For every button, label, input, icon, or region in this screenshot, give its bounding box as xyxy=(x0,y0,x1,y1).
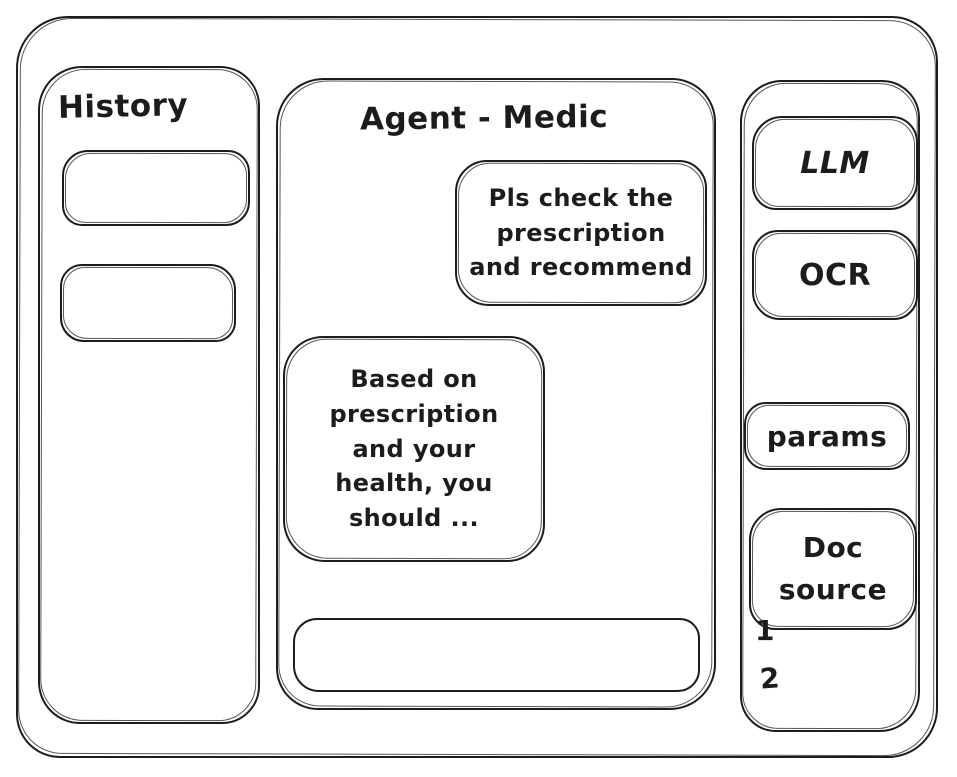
history-item[interactable] xyxy=(60,264,236,342)
message-input[interactable] xyxy=(293,618,700,692)
doc-source-item[interactable]: 1 xyxy=(755,614,775,647)
params-button[interactable]: params xyxy=(744,402,910,470)
agent-message-bubble: Based on prescription and your health, y… xyxy=(283,336,545,562)
history-title: History xyxy=(57,87,189,126)
doc-source-button[interactable]: Doc source xyxy=(749,508,917,630)
history-item[interactable] xyxy=(62,150,250,226)
doc-source-item[interactable]: 2 xyxy=(758,661,781,696)
chat-title: Agent - Medic xyxy=(359,98,609,138)
ocr-button[interactable]: OCR xyxy=(752,230,918,320)
llm-button[interactable]: LLM xyxy=(752,116,918,210)
user-message-bubble: Pls check the prescription and recommend xyxy=(455,160,707,306)
